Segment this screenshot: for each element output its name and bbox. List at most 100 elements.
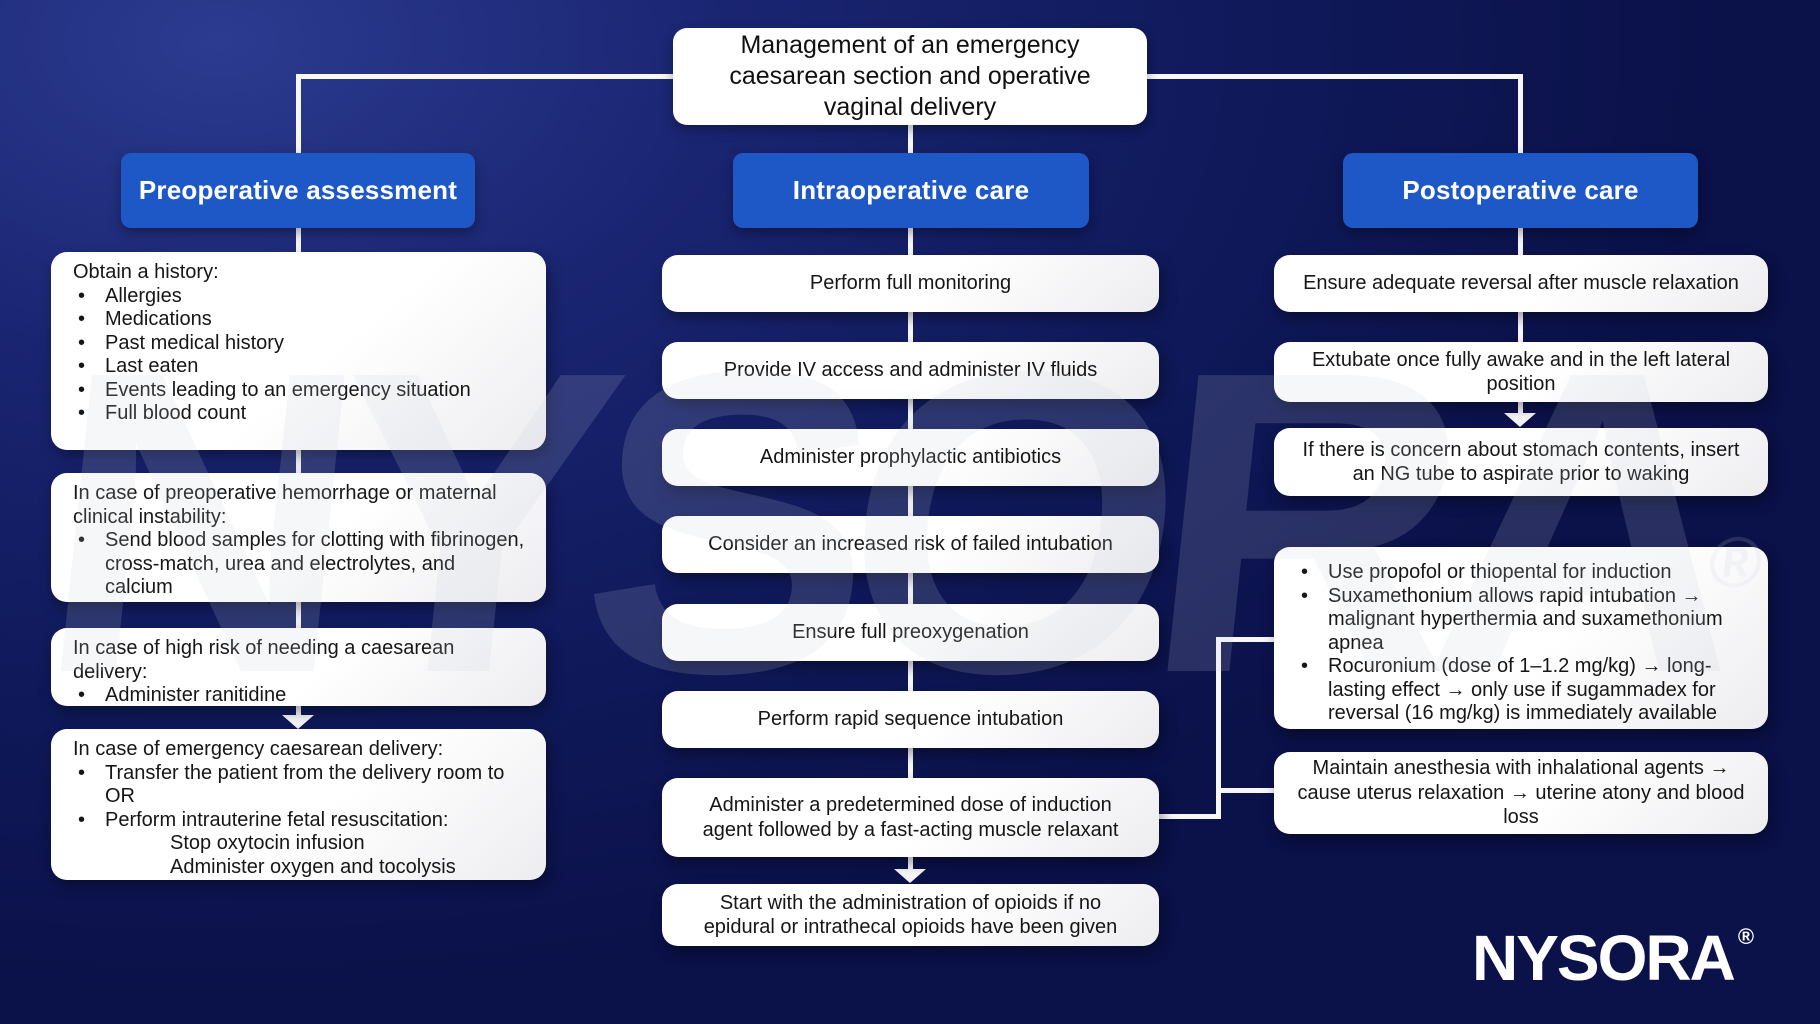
bullet-text: Rocuronium (dose of 1–1.2 mg/kg) → long-… xyxy=(1328,655,1718,724)
connector-right-leg xyxy=(1518,74,1523,153)
subitem-text: Administer oxygen and tocolysis xyxy=(170,855,456,878)
list-item: • Allergies xyxy=(73,285,526,309)
connector-post-1 xyxy=(1518,228,1523,255)
connector-left-leg xyxy=(296,74,301,153)
list-item: • Perform intrauterine fetal resuscitatio… xyxy=(73,809,526,833)
step-text: Administer a predetermined dose of induc… xyxy=(702,794,1119,841)
pre-down-arrow-icon xyxy=(282,715,314,729)
header-postoperative-care: Postoperative care xyxy=(1343,153,1698,228)
list-item: • Last eaten xyxy=(73,355,526,379)
intra-step-iv-access: Provide IV access and administer IV flui… xyxy=(662,342,1159,399)
bullet-text: Administer ranitidine xyxy=(105,684,287,706)
bullet-icon: • xyxy=(78,761,86,784)
bullet-icon: • xyxy=(1301,655,1309,677)
connector-intra-4 xyxy=(908,486,913,516)
bullet-icon: • xyxy=(78,378,86,401)
step-text: Provide IV access and administer IV flui… xyxy=(723,359,1098,382)
connector-pre-arrow-stem xyxy=(296,706,301,717)
list-item: • Suxamethonium allows rapid intubation →… xyxy=(1296,585,1748,656)
bullet-icon: • xyxy=(78,355,86,377)
header-label: Preoperative assessment xyxy=(138,175,458,205)
connector-pre-2 xyxy=(296,450,301,473)
step-text: Perform rapid sequence intubation xyxy=(757,708,1064,731)
list-subitem: Stop oxytocin infusion xyxy=(73,832,526,856)
bullet-icon: • xyxy=(78,808,86,831)
step-text: Extubate once fully awake and in the lef… xyxy=(1311,348,1731,395)
bullet-icon: • xyxy=(78,331,86,354)
logo-registered-icon: ® xyxy=(1737,924,1755,949)
box-heading: Obtain a history: xyxy=(73,261,219,283)
connector-intra-7 xyxy=(908,748,913,778)
header-label: Postoperative care xyxy=(1402,175,1639,205)
connector-post-arrow-stem xyxy=(1518,402,1523,414)
step-text: Perform full monitoring xyxy=(809,272,1012,295)
pre-box-obtain-history: Obtain a history: • Allergies • Medication… xyxy=(51,252,546,450)
bullet-spacer xyxy=(73,832,105,856)
list-item: • Rocuronium (dose of 1–1.2 mg/kg) → long… xyxy=(1296,655,1748,726)
title-box: Management of an emergency caesarean sec… xyxy=(673,28,1147,125)
bullet-text: Last eaten xyxy=(105,355,199,377)
connector-pre-3 xyxy=(296,602,301,628)
post-down-arrow-icon xyxy=(1504,413,1536,427)
intra-step-preoxygenation: Ensure full preoxygenation xyxy=(662,604,1159,661)
bullet-icon: • xyxy=(78,529,86,551)
post-box-maintain-anesthesia: Maintain anesthesia with inhalational ag… xyxy=(1274,752,1768,834)
pre-box-hemorrhage: In case of preoperative hemorrhage or ma… xyxy=(51,473,546,602)
bullet-text: Medications xyxy=(105,308,212,330)
intra-step-rapid-sequence: Perform rapid sequence intubation xyxy=(662,691,1159,748)
connector-intra-5 xyxy=(908,573,913,604)
intra-step-failed-intubation: Consider an increased risk of failed int… xyxy=(662,516,1159,573)
bullet-text: Full blood count xyxy=(105,402,247,424)
step-text: Start with the administration of opioids… xyxy=(703,891,1118,938)
step-text: Administer prophylactic antibiotics xyxy=(759,446,1062,469)
step-text: Ensure full preoxygenation xyxy=(792,621,1029,644)
connector-intra-2 xyxy=(908,312,913,342)
box-heading: In case of emergency caesarean delivery: xyxy=(73,738,444,760)
bullet-text: Events leading to an emergency situation xyxy=(105,378,471,401)
intra-down-arrow-icon xyxy=(894,869,926,883)
header-label: Intraoperative care xyxy=(792,175,1030,205)
intra-step-antibiotics: Administer prophylactic antibiotics xyxy=(662,429,1159,486)
bullet-text: Suxamethonium allows rapid intubation → … xyxy=(1328,584,1723,654)
bullet-text: Transfer the patient from the delivery r… xyxy=(105,761,505,808)
header-preoperative-assessment: Preoperative assessment xyxy=(121,153,475,228)
list-item: • Administer ranitidine xyxy=(73,684,526,708)
connector-intra-arrow-stem xyxy=(908,857,913,870)
bullet-icon: • xyxy=(78,684,86,706)
bullet-text: Use propofol or thiopental for induction xyxy=(1328,561,1672,583)
bullet-text: Past medical history xyxy=(105,331,284,354)
list-item: • Past medical history xyxy=(73,332,526,356)
bullet-icon: • xyxy=(1301,584,1309,607)
box-heading: In case of preoperative hemorrhage or ma… xyxy=(73,482,497,528)
step-text: If there is concern about stomach conten… xyxy=(1302,438,1740,485)
bullet-text: Allergies xyxy=(105,284,182,307)
list-item: • Use propofol or thiopental for inductio… xyxy=(1296,561,1748,585)
intra-step-induction-agent: Administer a predetermined dose of induc… xyxy=(662,778,1159,857)
bullet-icon: • xyxy=(78,308,86,330)
bullet-text: Perform intrauterine fetal resuscitation… xyxy=(105,808,449,831)
list-item: • Medications xyxy=(73,308,526,332)
post-box-induction-drugs: • Use propofol or thiopental for inductio… xyxy=(1274,547,1768,729)
step-text: Consider an increased risk of failed int… xyxy=(708,533,1113,556)
bullet-icon: • xyxy=(78,284,86,307)
connector-intra-3 xyxy=(908,399,913,429)
post-step-reversal: Ensure adequate reversal after muscle re… xyxy=(1274,255,1768,312)
bracket-top-horizontal xyxy=(1216,637,1276,642)
bullet-icon: • xyxy=(1301,561,1309,583)
box-heading: In case of high risk of needing a caesar… xyxy=(73,637,455,683)
bullet-text: Send blood samples for clotting with fib… xyxy=(105,529,525,598)
list-item: • Events leading to an emergency situatio… xyxy=(73,379,526,403)
connector-pre-1 xyxy=(296,228,301,252)
bracket-vertical xyxy=(1216,637,1221,819)
intra-step-opioids: Start with the administration of opioids… xyxy=(662,884,1159,946)
post-step-ng-tube: If there is concern about stomach conten… xyxy=(1274,428,1768,496)
intra-step-monitoring: Perform full monitoring xyxy=(662,255,1159,312)
list-subitem: Administer oxygen and tocolysis xyxy=(73,856,526,880)
list-item: • Send blood samples for clotting with fi… xyxy=(73,529,526,600)
list-item: • Full blood count xyxy=(73,402,526,426)
post-step-extubate: Extubate once fully awake and in the lef… xyxy=(1274,342,1768,402)
bullet-spacer xyxy=(73,856,105,880)
bullet-icon: • xyxy=(78,402,86,424)
pre-box-high-risk: In case of high risk of needing a caesar… xyxy=(51,628,546,706)
